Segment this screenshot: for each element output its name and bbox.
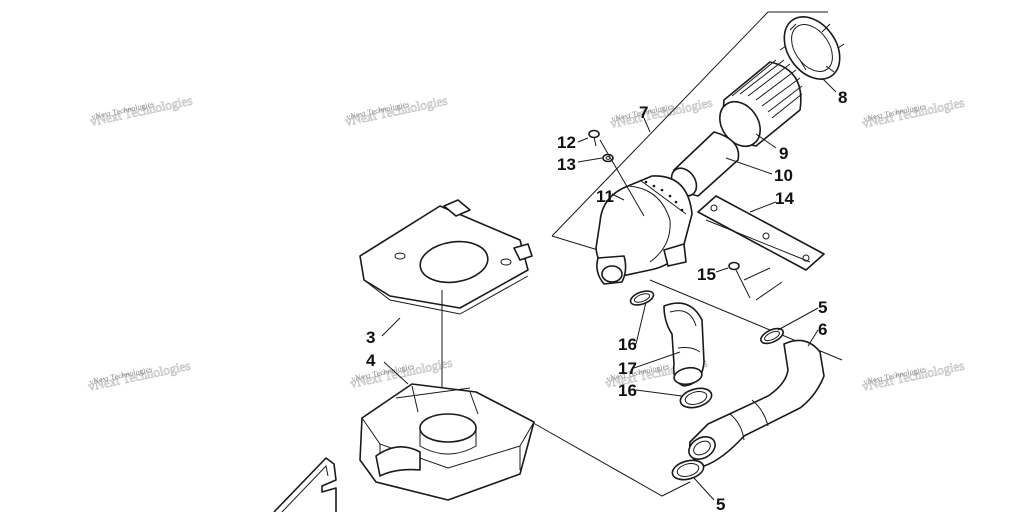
- callout-17: 17: [618, 359, 637, 378]
- leader-lines: [381, 77, 837, 501]
- callout-5-lower: 5: [716, 495, 725, 512]
- callout-5-upper: 5: [818, 298, 827, 317]
- part-15-screw: [728, 261, 783, 301]
- watermark-1: vNext Technologies vNext Technologies: [88, 92, 193, 129]
- callout-6: 6: [818, 320, 827, 339]
- callout-16-lower: 16: [618, 381, 637, 400]
- callout-16-upper: 16: [618, 335, 637, 354]
- part-12-bolt: [588, 129, 600, 147]
- watermark-3: vNext Technologies vNext Technologies: [608, 94, 713, 131]
- part-5-clamp-lower: [671, 459, 705, 481]
- watermark-5: vNext Technologies vNext Technologies: [86, 357, 191, 394]
- callout-14: 14: [775, 189, 794, 208]
- callout-8: 8: [838, 88, 847, 107]
- callout-11: 11: [596, 187, 614, 206]
- callout-9: 9: [779, 144, 788, 163]
- callout-labels: 3 4 7 8 9 10 11 12 13 14 15 5 6 16 17 16…: [366, 88, 847, 512]
- part-3-airbox-lid: [359, 199, 533, 315]
- watermark-group: vNext Technologies vNext Technologies vN…: [86, 92, 965, 394]
- frame-partial: [273, 457, 337, 512]
- part-17-hose: [663, 302, 705, 387]
- callout-15: 15: [697, 265, 716, 284]
- watermark-8: vNext Technologies vNext Technologies: [860, 357, 965, 394]
- part-4-airbox-base: [359, 383, 535, 501]
- watermark-6: vNext Technologies vNext Technologies: [348, 354, 453, 391]
- part-6-intake-duct: [688, 339, 825, 467]
- part-11-airbox-housing: [595, 175, 693, 285]
- part-16-clamp-upper: [629, 290, 655, 306]
- callout-3: 3: [366, 328, 375, 347]
- part-5-clamp-upper: [760, 327, 784, 345]
- part-8-cover: [779, 16, 845, 80]
- callout-13: 13: [557, 155, 576, 174]
- assembly-bracket-line: [527, 11, 843, 497]
- callout-12: 12: [557, 133, 576, 152]
- watermark-4: vNext Technologies vNext Technologies: [860, 94, 965, 131]
- bolt-axis-line: [599, 139, 645, 217]
- callout-10: 10: [774, 166, 793, 185]
- watermark-2: vNext Technologies vNext Technologies: [343, 92, 448, 129]
- callout-7: 7: [639, 103, 648, 122]
- part-9-filter-element: [719, 59, 803, 148]
- part-16-clamp-lower: [679, 387, 713, 409]
- callout-4: 4: [366, 351, 376, 370]
- part-14-bracket: [697, 195, 825, 271]
